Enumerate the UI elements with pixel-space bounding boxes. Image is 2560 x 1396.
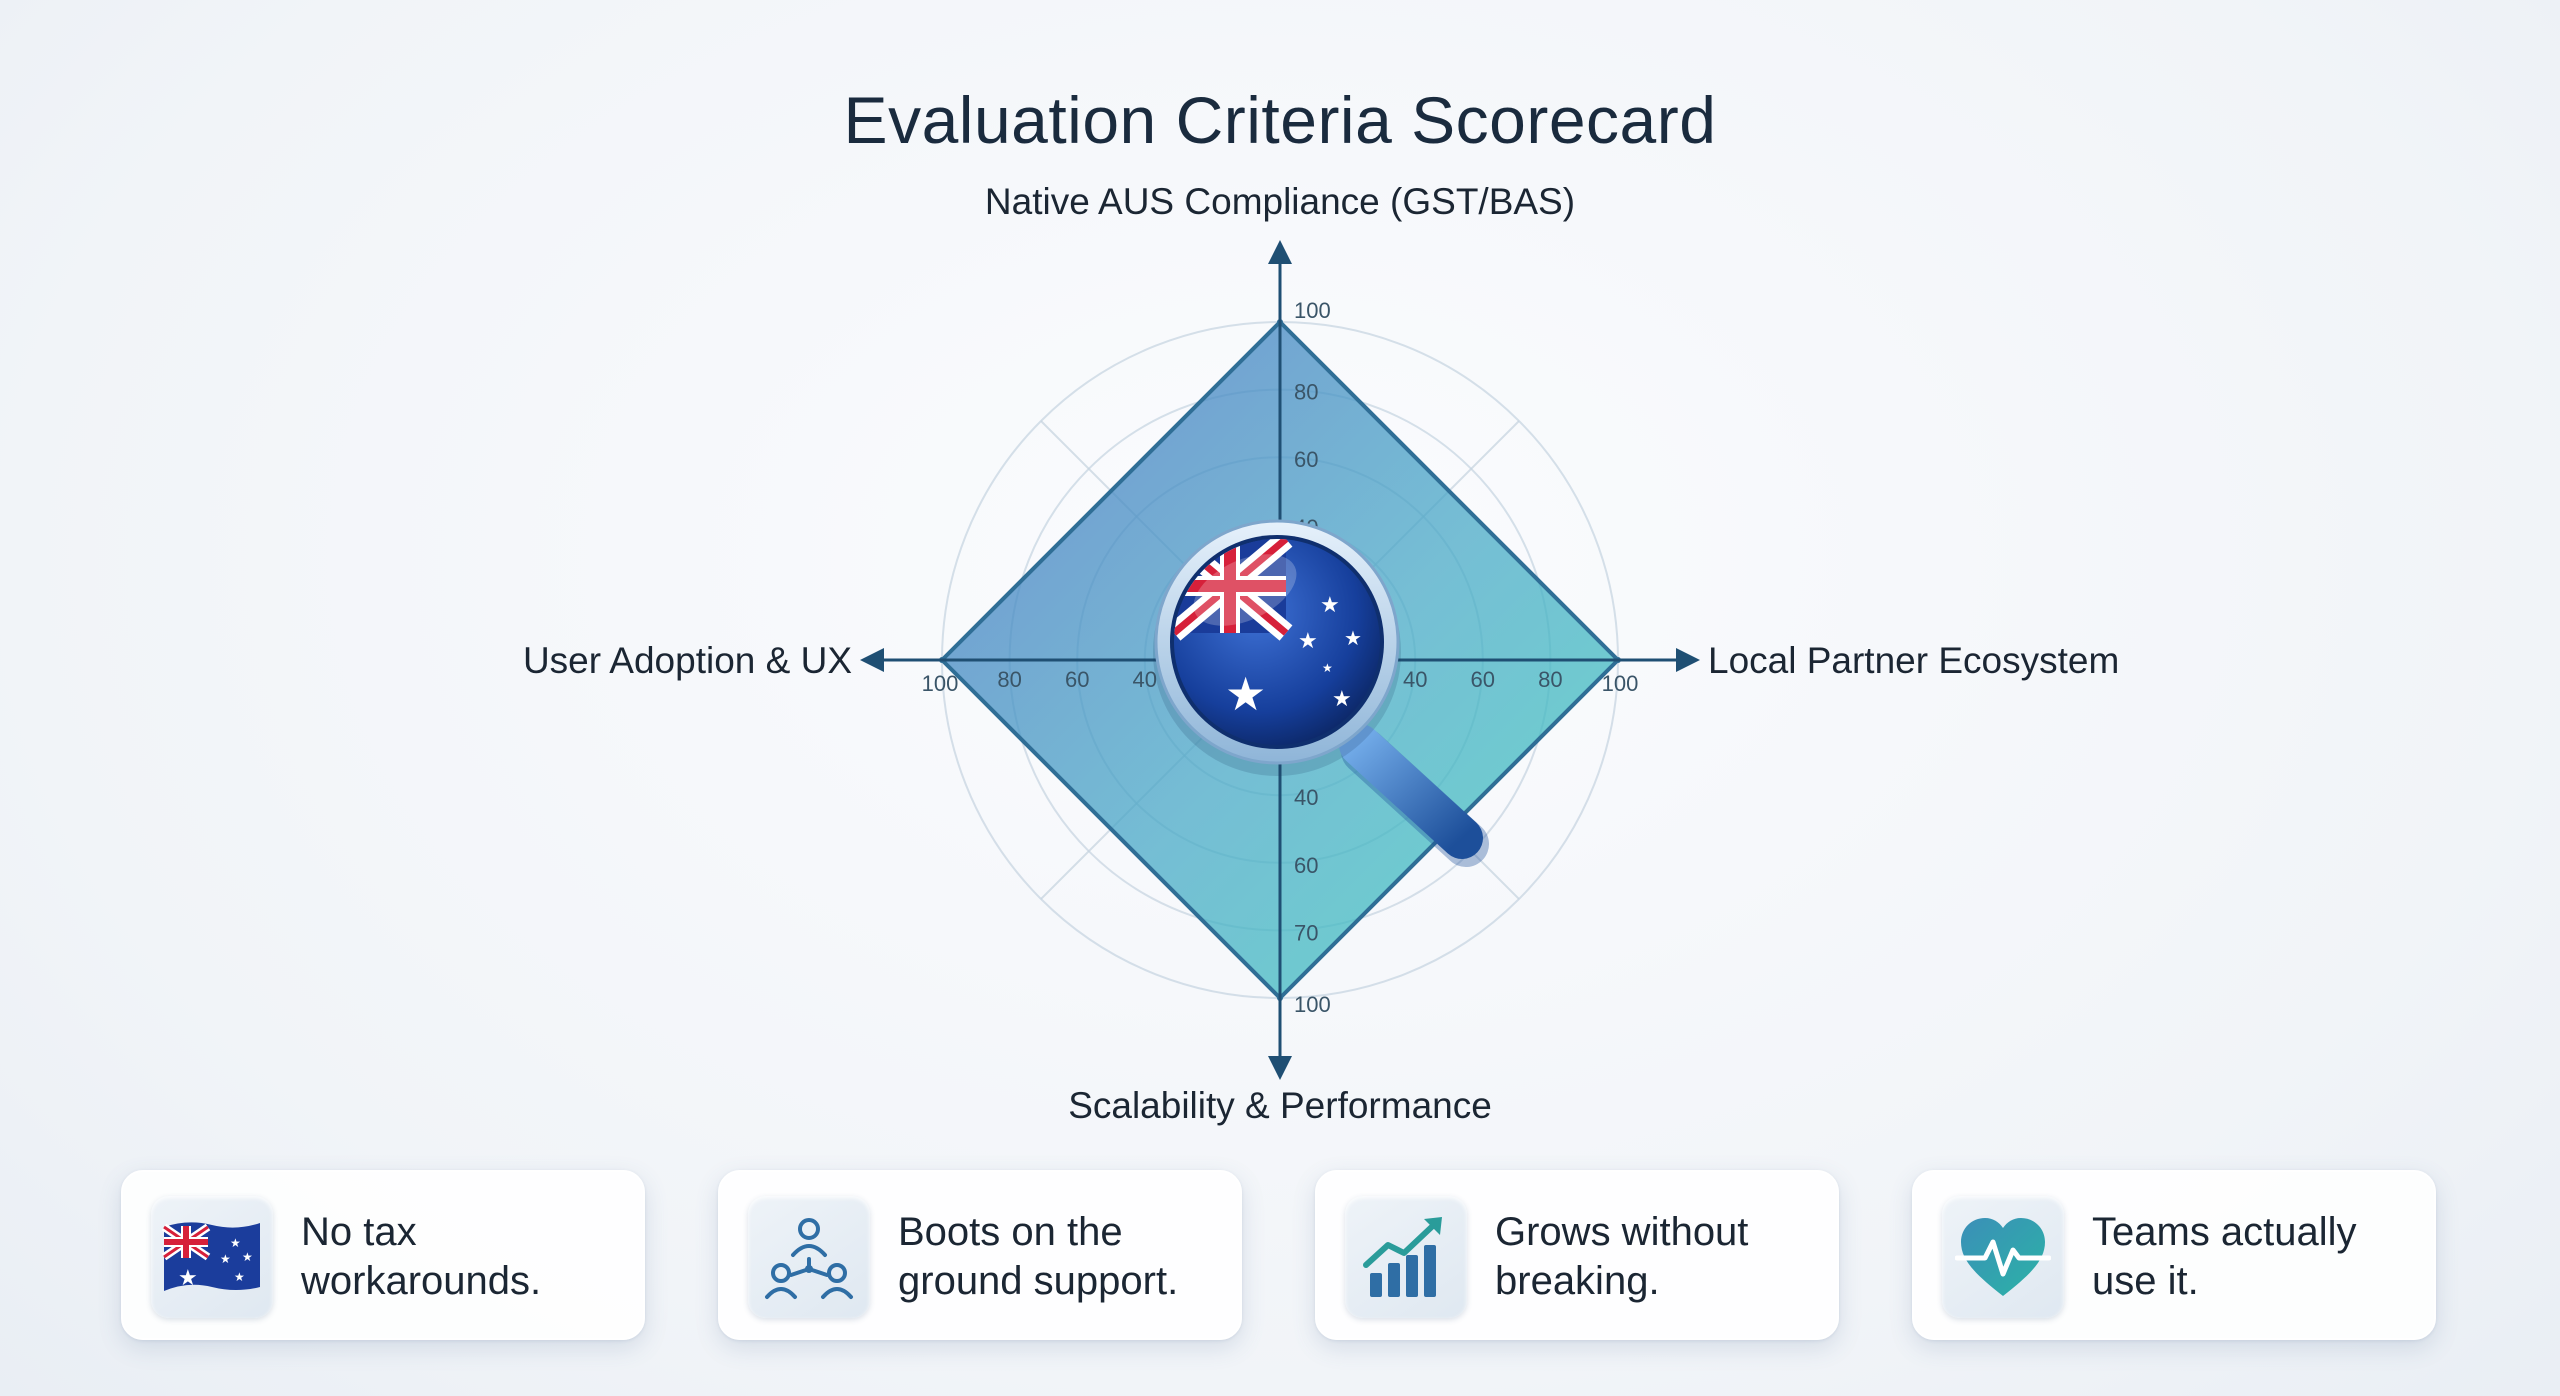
axis-label-right: Local Partner Ecosystem (1708, 640, 2119, 681)
benefit-cards: ★ ★ ★ ★ ★ No tax workarounds. (0, 1170, 2560, 1340)
tick-label-down: 60 (1294, 853, 1318, 878)
page-title: Evaluation Criteria Scorecard (843, 83, 1717, 157)
axis-label-up: Native AUS Compliance (GST/BAS) (985, 181, 1575, 222)
tick-label-up: 80 (1294, 380, 1318, 405)
card-text: Boots on the ground support. (898, 1210, 1179, 1303)
australian-flag-magnifier-icon: ★ ★ ★ ★ ★ ★ (1153, 519, 1489, 867)
svg-text:★: ★ (1332, 687, 1352, 712)
svg-text:★: ★ (178, 1266, 198, 1291)
card-text: No tax workarounds. (301, 1210, 542, 1303)
tick-label-down: 70 (1294, 920, 1318, 945)
benefit-card-scalability: Grows without breaking. (1315, 1170, 1839, 1340)
growth-chart-icon (1345, 1196, 1467, 1318)
tick-label-left: 40 (1133, 667, 1157, 692)
tick-label-right: 40 (1403, 667, 1427, 692)
tick-label-left: 100 (922, 671, 959, 696)
svg-text:★: ★ (242, 1250, 253, 1264)
tick-label-left: 80 (997, 667, 1021, 692)
benefit-card-compliance: ★ ★ ★ ★ ★ No tax workarounds. (121, 1170, 645, 1340)
svg-text:★: ★ (1322, 661, 1333, 675)
svg-text:★: ★ (1225, 667, 1266, 721)
axis-label-left: User Adoption & UX (523, 640, 852, 681)
tick-label-down: 100 (1294, 992, 1331, 1017)
card-text: Grows without breaking. (1495, 1210, 1749, 1303)
tick-label-down: 40 (1294, 785, 1318, 810)
card-text: Teams actually use it. (2092, 1210, 2357, 1303)
axis-label-down: Scalability & Performance (1068, 1085, 1492, 1126)
benefit-card-support: Boots on the ground support. (718, 1170, 1242, 1340)
svg-text:★: ★ (1298, 629, 1318, 654)
tick-label-right: 80 (1538, 667, 1562, 692)
tick-label-up: 100 (1294, 298, 1331, 323)
tick-label-up: 60 (1294, 447, 1318, 472)
svg-text:★: ★ (220, 1252, 231, 1266)
tick-label-right: 100 (1602, 671, 1639, 696)
svg-text:★: ★ (1320, 593, 1340, 618)
tick-label-left: 60 (1065, 667, 1089, 692)
australian-flag-icon: ★ ★ ★ ★ ★ (151, 1196, 273, 1318)
svg-text:★: ★ (234, 1270, 245, 1284)
benefit-card-adoption: Teams actually use it. (1912, 1170, 2436, 1340)
svg-text:★: ★ (1344, 626, 1362, 650)
heart-pulse-icon (1942, 1196, 2064, 1318)
team-network-icon (748, 1196, 870, 1318)
svg-text:★: ★ (230, 1236, 241, 1250)
tick-label-right: 60 (1471, 667, 1495, 692)
